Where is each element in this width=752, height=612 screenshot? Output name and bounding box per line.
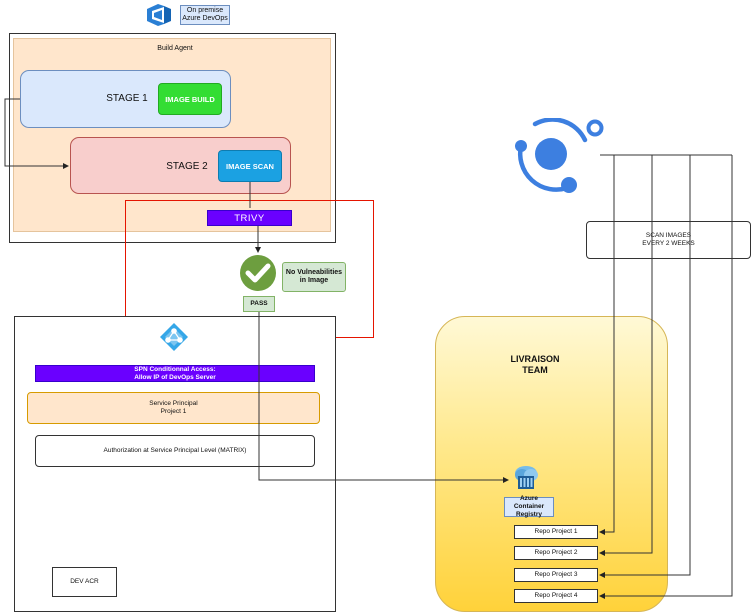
spn-line1: SPN Conditionnal Access: xyxy=(134,365,216,373)
image-scan-box: IMAGE SCAN xyxy=(218,150,282,182)
livraison-team-title: LIVRAISON TEAM xyxy=(490,352,580,378)
scanner-orbit-icon xyxy=(515,117,604,193)
trivy-box: TRIVY xyxy=(207,210,292,226)
azure-devops-label-line1: On premise xyxy=(186,7,224,14)
no-vulnerabilities-line2: in Image xyxy=(299,277,329,284)
repo-project-3: Repo Project 3 xyxy=(514,568,598,582)
repo-project-4: Repo Project 4 xyxy=(514,589,598,603)
scan-to-repo-3 xyxy=(599,155,691,578)
repo-project-1: Repo Project 1 xyxy=(514,525,598,539)
pass-label: PASS xyxy=(243,296,275,312)
acr-label: Azure Container Registry xyxy=(504,495,554,518)
scan-to-repo-4 xyxy=(599,155,733,599)
scan-to-repo-2 xyxy=(599,155,653,556)
build-agent-title: Build Agent xyxy=(157,45,193,52)
azure-ad-logo xyxy=(159,322,189,352)
service-principal-line2: Project 1 xyxy=(160,408,187,415)
azure-devops-logo xyxy=(144,2,174,28)
azure-devops-icon xyxy=(147,4,171,26)
pass-to-acr-arrow xyxy=(258,312,509,483)
scan-schedule-line2: EVERY 2 WEEKS xyxy=(642,240,695,247)
spn-line2: Allow IP of DevOps Server xyxy=(134,373,216,381)
dev-acr-box: DEV ACR xyxy=(52,567,117,597)
scan-schedule-line1: SCAN IMAGES xyxy=(645,232,692,239)
azure-devops-label: On premise Azure DevOps xyxy=(180,5,230,25)
no-vulnerabilities-line1: No Vulneabilities xyxy=(285,269,343,276)
service-principal-box: Service Principal Project 1 xyxy=(27,392,320,424)
container-registry-icon xyxy=(515,466,538,489)
check-circle-icon xyxy=(240,255,276,291)
acr-label-line1: Azure Container xyxy=(513,495,545,510)
acr-label-line2: Registry xyxy=(515,511,542,518)
scanner-logo xyxy=(505,117,607,198)
azure-devops-label-line2: Azure DevOps xyxy=(182,15,228,22)
acr-logo xyxy=(511,463,541,493)
repo-project-2: Repo Project 2 xyxy=(514,546,598,560)
stage-2-label: STAGE 2 xyxy=(166,160,208,172)
stage-1-label: STAGE 1 xyxy=(106,92,148,104)
scan-result-check xyxy=(239,254,277,292)
spn-conditional-access-bar: SPN Conditionnal Access: Allow IP of Dev… xyxy=(35,365,315,382)
livraison-title-line2: TEAM xyxy=(522,365,548,375)
service-principal-line1: Service Principal xyxy=(149,400,198,407)
livraison-title-line1: LIVRAISON xyxy=(510,354,560,364)
no-vulnerabilities-note: No Vulneabilities in Image xyxy=(282,262,346,292)
image-build-box: IMAGE BUILD xyxy=(158,83,222,115)
azure-ad-icon xyxy=(160,323,188,351)
scan-to-repo-1 xyxy=(599,155,615,535)
authorization-box: Authorization at Service Principal Level… xyxy=(35,435,315,467)
livraison-team-panel xyxy=(435,316,668,612)
stage1-to-stage2-arrow xyxy=(4,98,69,169)
